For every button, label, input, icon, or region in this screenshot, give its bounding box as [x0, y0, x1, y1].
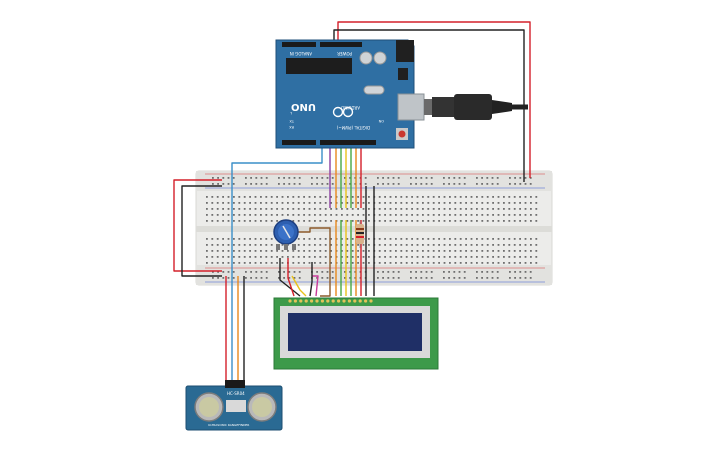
sensor-model: HC-SR04 — [227, 391, 245, 396]
wire-5v-red[interactable] — [337, 21, 531, 178]
wire-rail-black-left[interactable] — [181, 185, 222, 277]
wire-pot-brown[interactable] — [296, 227, 331, 297]
arduino-rx-label: RX — [289, 125, 294, 129]
potentiometer[interactable] — [273, 219, 299, 250]
arduino-logo-icon — [332, 106, 354, 118]
arduino-analog-label: ANALOG IN — [290, 51, 312, 56]
wire-pot-black[interactable] — [279, 258, 301, 297]
wire-lcd-black-2[interactable] — [309, 262, 313, 297]
ultrasonic-sensor[interactable]: HC-SR04 ULTRASONIC RANGEFINDER — [185, 380, 283, 431]
usb-cable[interactable] — [424, 94, 528, 120]
wire-lcd-magenta[interactable] — [312, 275, 319, 297]
sensor-subtitle: ULTRASONIC RANGEFINDER — [208, 423, 249, 427]
arduino-tx-label: TX — [289, 119, 295, 123]
wires — [173, 21, 531, 384]
usb-port[interactable] — [397, 93, 425, 121]
wire-blue-trig[interactable] — [231, 146, 323, 268]
arduino-l-label: L — [290, 111, 292, 115]
microcontroller-chip — [286, 58, 352, 74]
arduino-digital-label: DIGITAL (PWM~) — [336, 125, 370, 130]
arduino-power-label: POWER — [337, 51, 352, 56]
lcd-display[interactable] — [273, 297, 439, 370]
wire-lcd-yellow[interactable] — [291, 275, 307, 297]
arduino-on-label: ON — [378, 119, 384, 123]
arduino-brand: ARDUINO — [341, 105, 360, 110]
wire-pot-red[interactable] — [287, 258, 295, 297]
lcd-screen — [288, 313, 422, 351]
resistor[interactable] — [356, 220, 364, 248]
power-jack[interactable] — [396, 40, 414, 62]
arduino-model: UNO — [291, 101, 316, 112]
lcd-pin-header — [288, 299, 373, 303]
arduino-uno[interactable]: UNO ARDUINO DIGITAL (PWM~) ANALOG IN POW… — [275, 39, 425, 149]
wire-rail-red-left[interactable] — [173, 179, 222, 272]
